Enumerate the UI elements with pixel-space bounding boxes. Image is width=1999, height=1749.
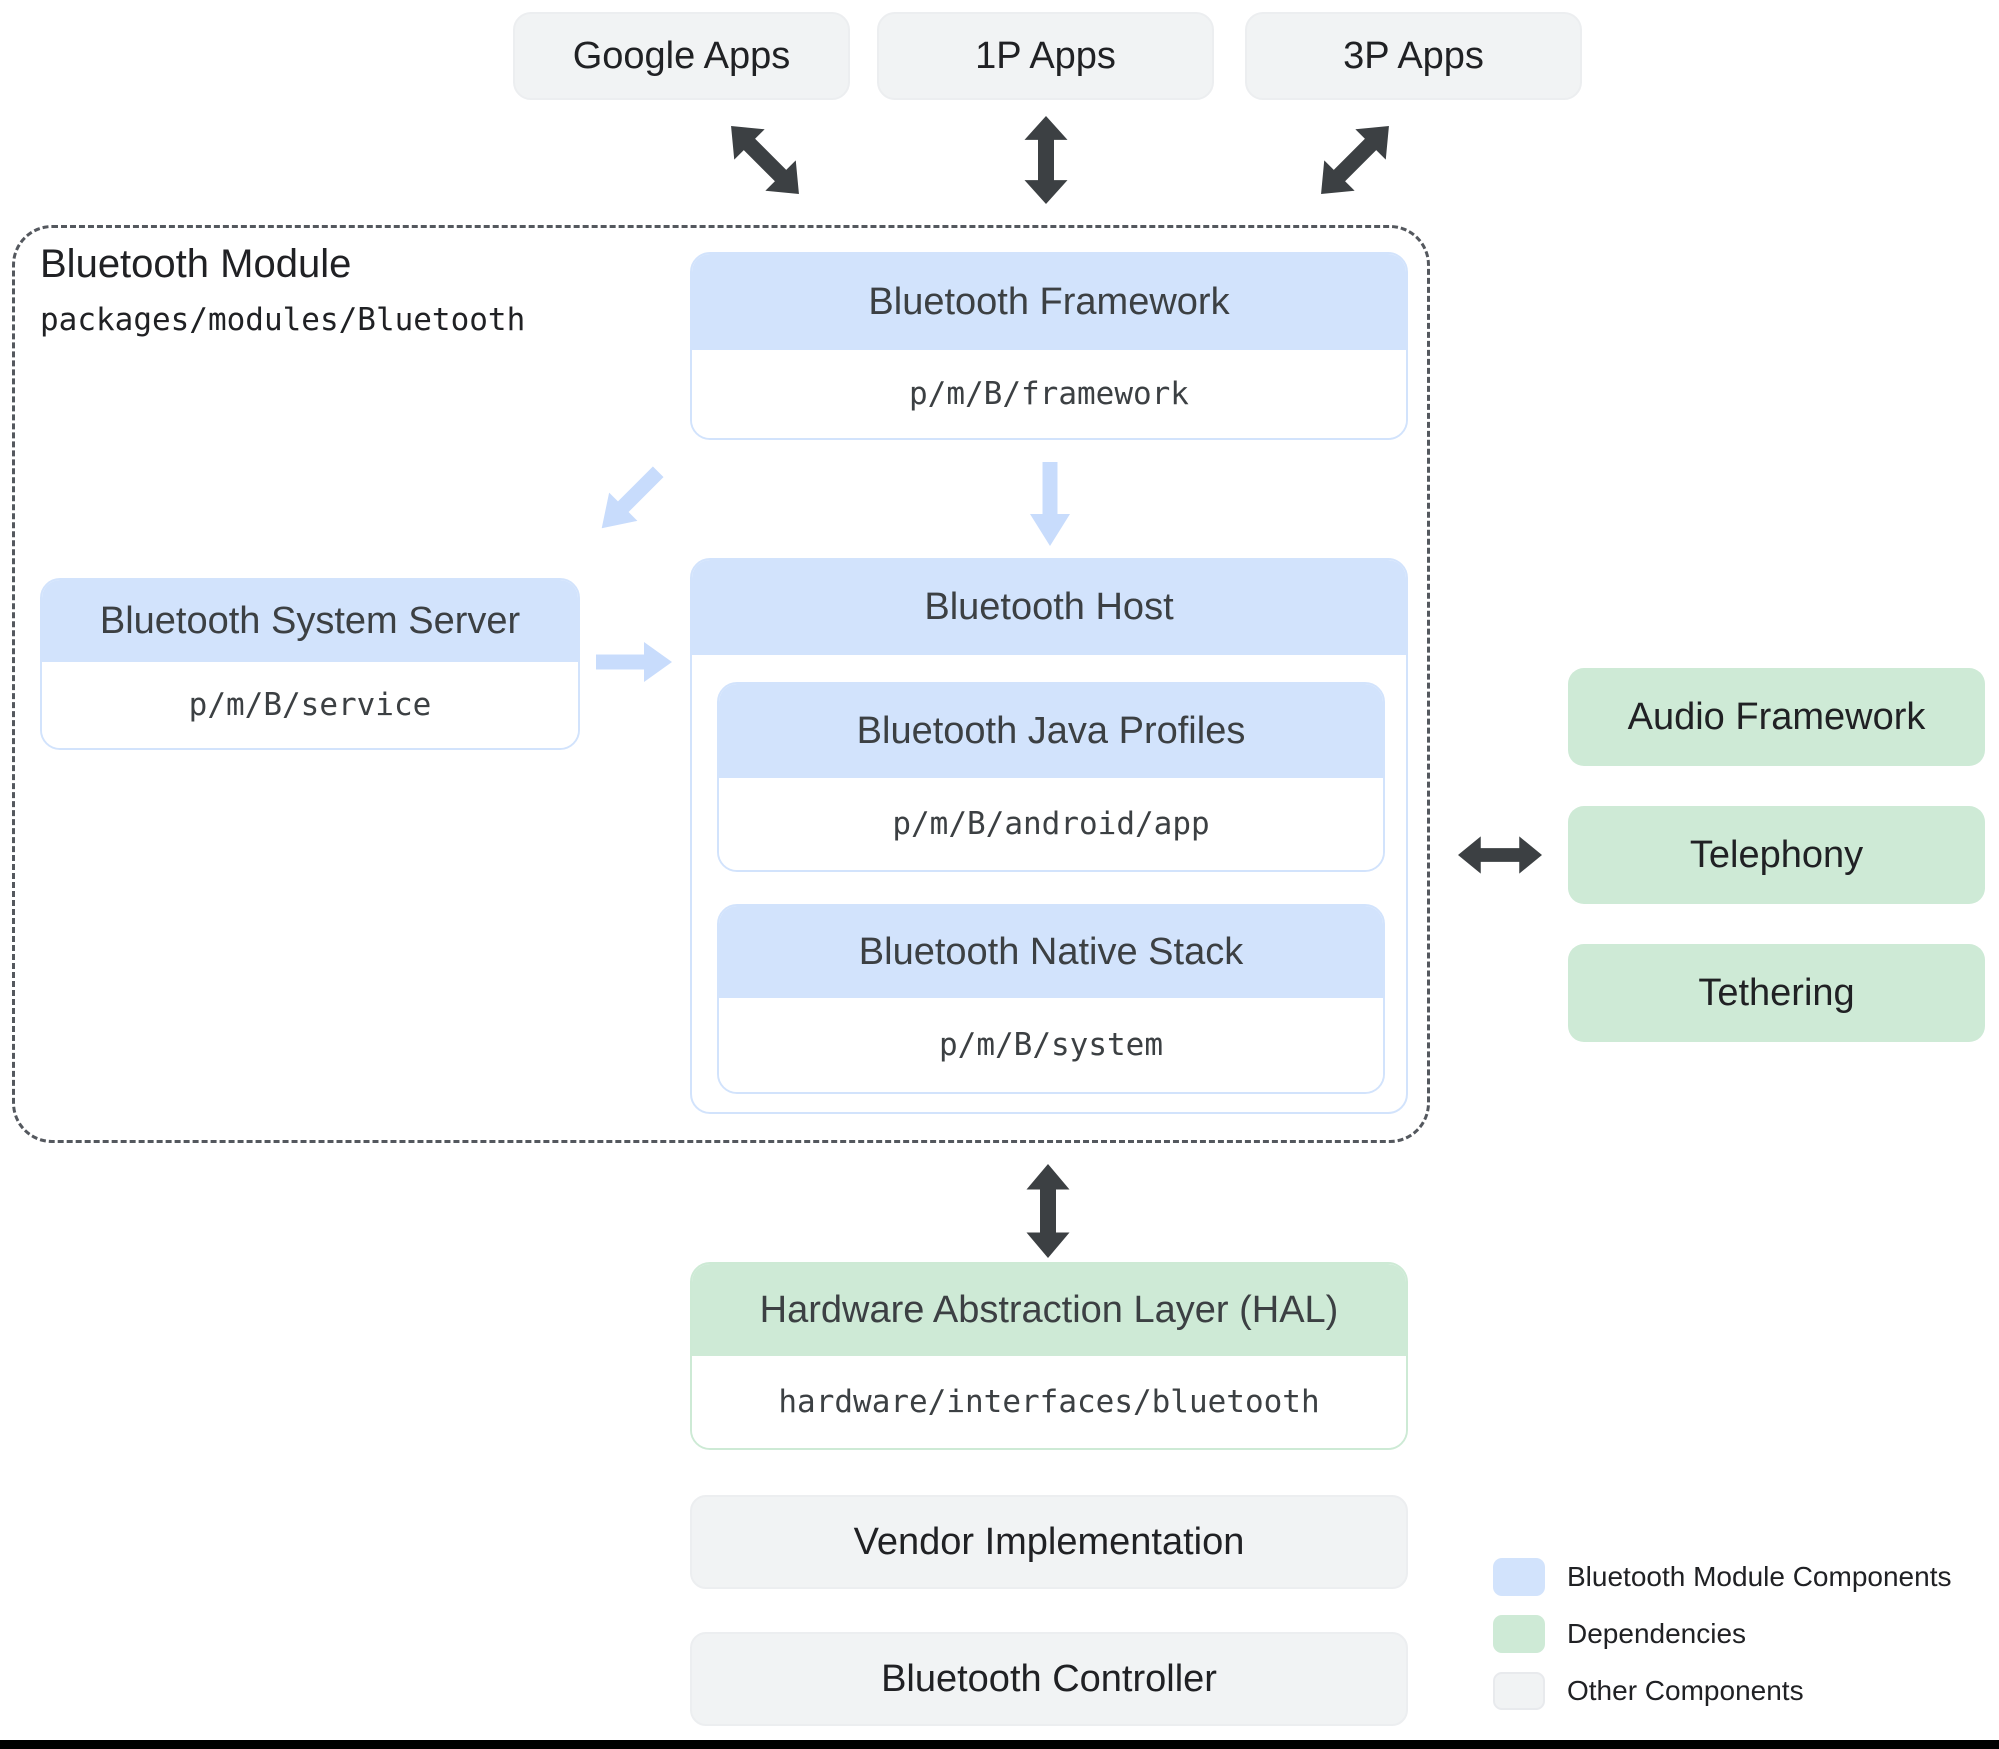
box-bluetooth-controller: Bluetooth Controller [690, 1632, 1408, 1726]
box-bluetooth-java-profiles: Bluetooth Java Profiles p/m/B/android/ap… [717, 682, 1385, 872]
hal-path: hardware/interfaces/bluetooth [692, 1356, 1406, 1448]
bluetooth-java-profiles-title: Bluetooth Java Profiles [719, 684, 1383, 778]
1p-apps-label: 1P Apps [975, 34, 1116, 77]
google-apps-label: Google Apps [572, 34, 791, 77]
box-bluetooth-framework: Bluetooth Framework p/m/B/framework [690, 252, 1408, 440]
legend-row-other-components: Other Components [1493, 1672, 1804, 1710]
3p-apps-label: 3P Apps [1343, 34, 1484, 77]
box-1p-apps: 1P Apps [877, 12, 1214, 100]
bottom-black-bar [0, 1740, 1999, 1749]
legend-label-module-components: Bluetooth Module Components [1567, 1561, 1952, 1592]
legend-label-dependencies: Dependencies [1567, 1618, 1747, 1649]
legend-row-dependencies: Dependencies [1493, 1615, 1746, 1653]
double-arrow-module-hal-icon [1026, 1164, 1070, 1258]
double-arrow-vertical-1p-icon [1024, 116, 1068, 204]
legend-swatch-blue [1493, 1558, 1545, 1596]
box-bluetooth-native-stack: Bluetooth Native Stack p/m/B/system [717, 904, 1385, 1094]
bluetooth-module-path: packages/modules/Bluetooth [40, 302, 526, 338]
bluetooth-controller-label: Bluetooth Controller [881, 1657, 1217, 1700]
legend-swatch-green [1493, 1615, 1545, 1653]
bluetooth-framework-title: Bluetooth Framework [692, 254, 1406, 350]
vendor-implementation-label: Vendor Implementation [853, 1520, 1245, 1563]
bluetooth-system-server-path: p/m/B/service [42, 662, 578, 748]
audio-framework-label: Audio Framework [1627, 695, 1926, 738]
box-bluetooth-system-server: Bluetooth System Server p/m/B/service [40, 578, 580, 750]
box-3p-apps: 3P Apps [1245, 12, 1582, 100]
bluetooth-module-group [12, 225, 1430, 1143]
legend-label-other-components: Other Components [1567, 1675, 1804, 1706]
box-google-apps: Google Apps [513, 12, 850, 100]
bluetooth-host-title: Bluetooth Host [692, 560, 1406, 655]
box-bluetooth-host: Bluetooth Host Bluetooth Java Profiles p… [690, 558, 1408, 1114]
box-audio-framework: Audio Framework [1568, 668, 1985, 766]
telephony-label: Telephony [1689, 833, 1864, 876]
legend-row-module-components: Bluetooth Module Components [1493, 1558, 1951, 1596]
double-arrow-diagonal-google-icon [716, 111, 815, 210]
box-hal: Hardware Abstraction Layer (HAL) hardwar… [690, 1262, 1408, 1450]
bluetooth-module-title: Bluetooth Module [40, 242, 352, 286]
double-arrow-module-dependencies-icon [1458, 836, 1542, 874]
double-arrow-diagonal-3p-icon [1306, 111, 1405, 210]
bluetooth-system-server-title: Bluetooth System Server [42, 580, 578, 662]
tethering-label: Tethering [1698, 971, 1855, 1014]
arrow-framework-to-host-icon [1030, 462, 1070, 546]
arrow-framework-to-system-server-icon [588, 458, 673, 543]
box-telephony: Telephony [1568, 806, 1985, 904]
arrow-system-server-to-host-icon [596, 642, 672, 682]
box-vendor-implementation: Vendor Implementation [690, 1495, 1408, 1589]
hal-title: Hardware Abstraction Layer (HAL) [692, 1264, 1406, 1356]
bluetooth-native-stack-title: Bluetooth Native Stack [719, 906, 1383, 998]
bluetooth-native-stack-path: p/m/B/system [719, 998, 1383, 1092]
box-tethering: Tethering [1568, 944, 1985, 1042]
bluetooth-framework-path: p/m/B/framework [692, 350, 1406, 438]
bluetooth-java-profiles-path: p/m/B/android/app [719, 778, 1383, 870]
legend-swatch-gray [1493, 1672, 1545, 1710]
